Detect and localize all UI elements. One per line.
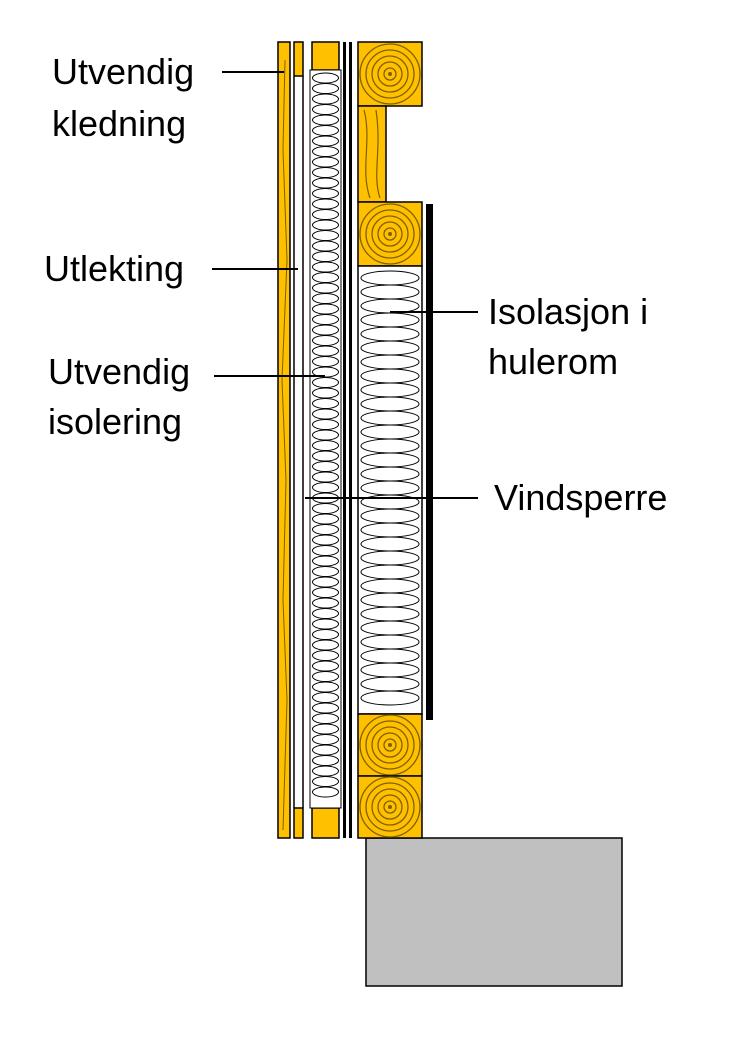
- wind-barrier: [343, 42, 352, 838]
- log-wall: [357, 41, 423, 839]
- cavity-insulation-oval: [360, 690, 420, 706]
- exterior-insulation: [309, 41, 342, 839]
- label-isolasjon-i-hulerom: Isolasjon i hulerom: [488, 291, 658, 382]
- label-utvendig-isolering: Utvendig isolering: [48, 351, 200, 442]
- label-utvendig-kledning: Utvendig kledning: [52, 51, 204, 144]
- label-vindsperre: Vindsperre: [494, 477, 667, 518]
- insulation-oval: [312, 786, 339, 798]
- foundation-block: [365, 837, 623, 987]
- battens: [293, 41, 304, 839]
- interior-panel: [426, 204, 433, 720]
- label-utlekting: Utlekting: [44, 248, 184, 289]
- exterior-cladding-board: [277, 41, 291, 839]
